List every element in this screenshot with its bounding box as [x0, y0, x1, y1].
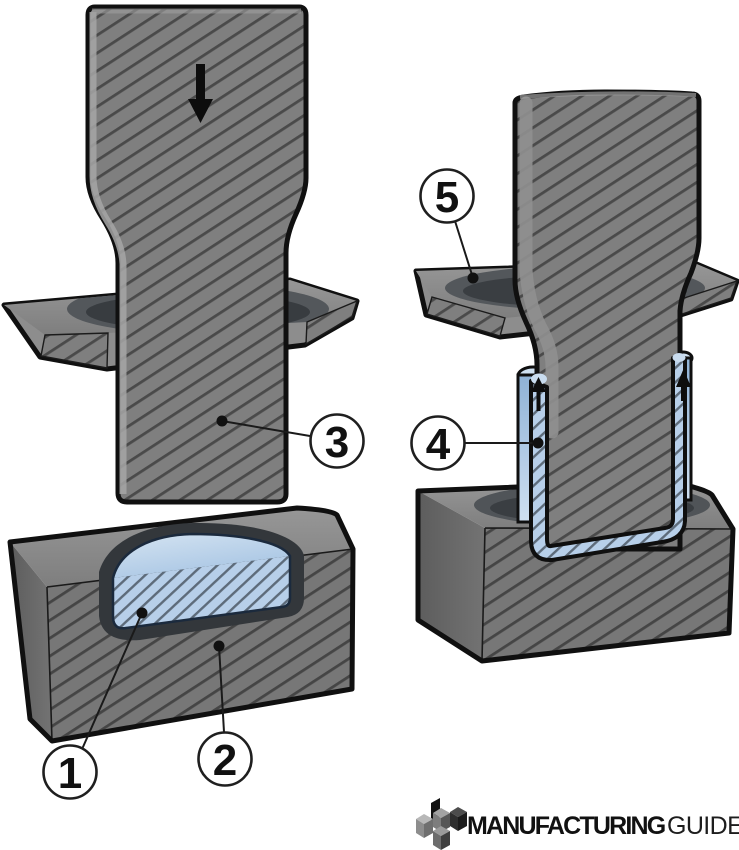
down-arrow-icon — [188, 64, 213, 123]
callout-2-number: 2 — [213, 736, 237, 785]
callout-4: 4 — [410, 415, 544, 471]
logo-text-bold: MANUFACTURING — [467, 812, 665, 840]
extruded-cup-section — [529, 353, 691, 563]
step-extruded — [413, 89, 739, 664]
callout-5: 5 — [419, 168, 479, 284]
callout-5-badge — [419, 168, 475, 224]
callout-3: 3 — [216, 413, 365, 469]
callout-3-dot — [216, 415, 228, 427]
callout-1-badge — [42, 744, 98, 800]
callout-4-number: 4 — [426, 420, 451, 469]
callout-5-number: 5 — [435, 173, 459, 222]
callout-3-badge — [309, 413, 365, 469]
punch-right — [512, 89, 702, 552]
callout-3-number: 3 — [325, 418, 349, 467]
blank-billet — [111, 532, 292, 630]
isometric-cubes-logo-mark — [416, 798, 467, 850]
up-arrow-left-icon — [531, 377, 546, 411]
step-open-tooling — [1, 4, 360, 744]
callout-1-number: 1 — [58, 749, 82, 798]
callout-2: 2 — [197, 640, 253, 787]
callout-1-dot — [136, 607, 148, 619]
punch-left — [85, 4, 309, 505]
callout-1: 1 — [42, 607, 148, 800]
up-arrow-right-icon — [676, 369, 691, 401]
callout-4-badge — [410, 415, 466, 471]
logo-text-light: GUIDE — [667, 812, 739, 840]
callout-2-dot — [213, 640, 225, 652]
callout-4-dot — [532, 437, 544, 449]
logo: MANUFACTURING GUIDE — [416, 798, 739, 850]
callout-5-dot — [467, 272, 479, 284]
callouts: 1 2 3 4 5 — [42, 168, 544, 800]
callout-2-badge — [197, 731, 253, 787]
